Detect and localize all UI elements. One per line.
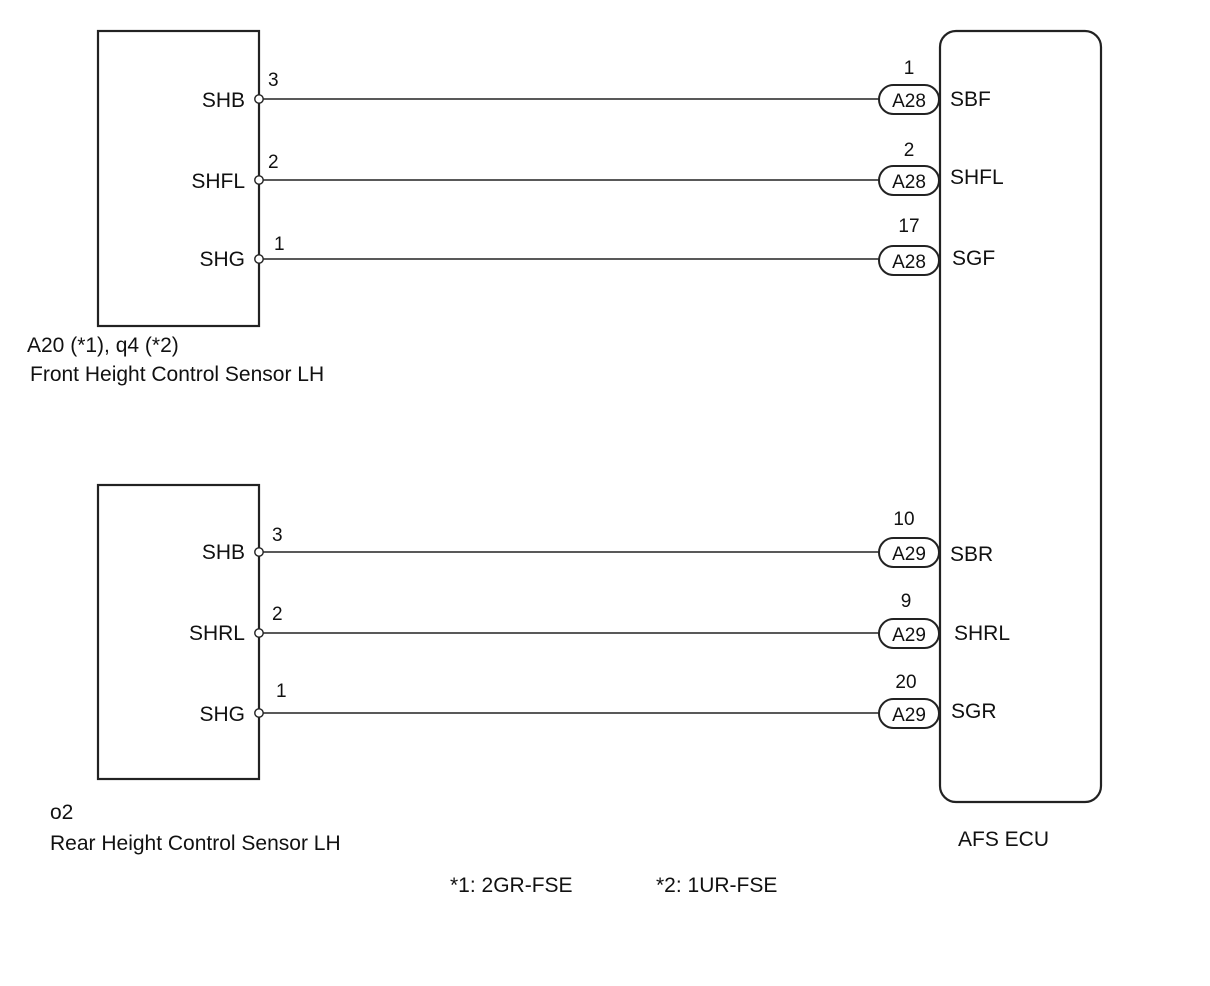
front-shfl-label: SHFL [191,170,245,193]
ecu-shrl-label: SHRL [954,622,1010,645]
front-shb-connector: A28 [892,91,926,112]
footnote-1: *1: 2GR-FSE [450,874,573,897]
rear-shrl-terminal [254,628,264,638]
front-wire-shfl: SHFL 2 A28 2 SHFL [191,140,1004,196]
rear-shb-label: SHB [202,541,245,564]
ecu-sgf-pin: 17 [898,216,919,237]
rear-shg-label: SHG [199,703,245,726]
ecu-box [938,29,1103,804]
front-shg-terminal [254,254,264,264]
front-shb-pin: 3 [268,70,279,91]
rear-shrl-label: SHRL [189,622,245,645]
ecu-sgf-label: SGF [952,247,995,270]
ecu-sgr-label: SGR [951,700,997,723]
rear-shg-terminal [254,708,264,718]
front-shfl-terminal [254,175,264,185]
rear-shg-connector: A29 [892,705,926,726]
front-shfl-connector-pill [878,165,940,196]
ecu-sbf-pin: 1 [904,58,915,79]
rear-shb-pin: 3 [272,525,283,546]
rear-shrl-pin: 2 [272,604,283,625]
front-shg-pin: 1 [274,234,285,255]
front-shb-label: SHB [202,89,245,112]
rear-shrl-connector-pill [878,618,940,649]
ecu-sbf-label: SBF [950,88,991,111]
front-wire-shb: SHB 3 A28 1 SBF [202,58,991,115]
rear-sensor-code: o2 [50,801,73,824]
rear-wire-shg: SHG 1 A29 20 SGR [199,672,997,729]
ecu-sbr-pin: 10 [893,509,914,530]
rear-shg-pin: 1 [276,681,287,702]
rear-shrl-connector: A29 [892,625,926,646]
front-shg-label: SHG [199,248,245,271]
rear-shg-connector-pill [878,698,940,729]
front-shfl-connector: A28 [892,172,926,193]
rear-shb-connector: A29 [892,544,926,565]
rear-shb-connector-pill [878,537,940,568]
front-shg-connector-pill [878,245,940,276]
rear-wire-shb: SHB 3 A29 10 SBR [202,509,993,568]
ecu-name: AFS ECU [958,828,1049,851]
front-shb-connector-pill [878,84,940,115]
ecu-sbr-label: SBR [950,543,993,566]
front-shfl-pin: 2 [268,152,279,173]
ecu-sgr-pin: 20 [895,672,916,693]
front-sensor-name: Front Height Control Sensor LH [30,363,324,386]
front-sensor-code: A20 (*1), q4 (*2) [27,334,179,357]
footnote-2: *2: 1UR-FSE [656,874,777,897]
ecu-shrl-pin: 9 [901,591,912,612]
rear-wire-shrl: SHRL 2 A29 9 SHRL [189,591,1010,649]
front-wire-shg: SHG 1 A28 17 SGF [199,216,995,276]
rear-shb-terminal [254,547,264,557]
rear-sensor-name: Rear Height Control Sensor LH [50,832,341,855]
ecu-shfl-pin: 2 [904,140,915,161]
front-shb-terminal [254,94,264,104]
front-shg-connector: A28 [892,252,926,273]
ecu-shfl-label: SHFL [950,166,1004,189]
